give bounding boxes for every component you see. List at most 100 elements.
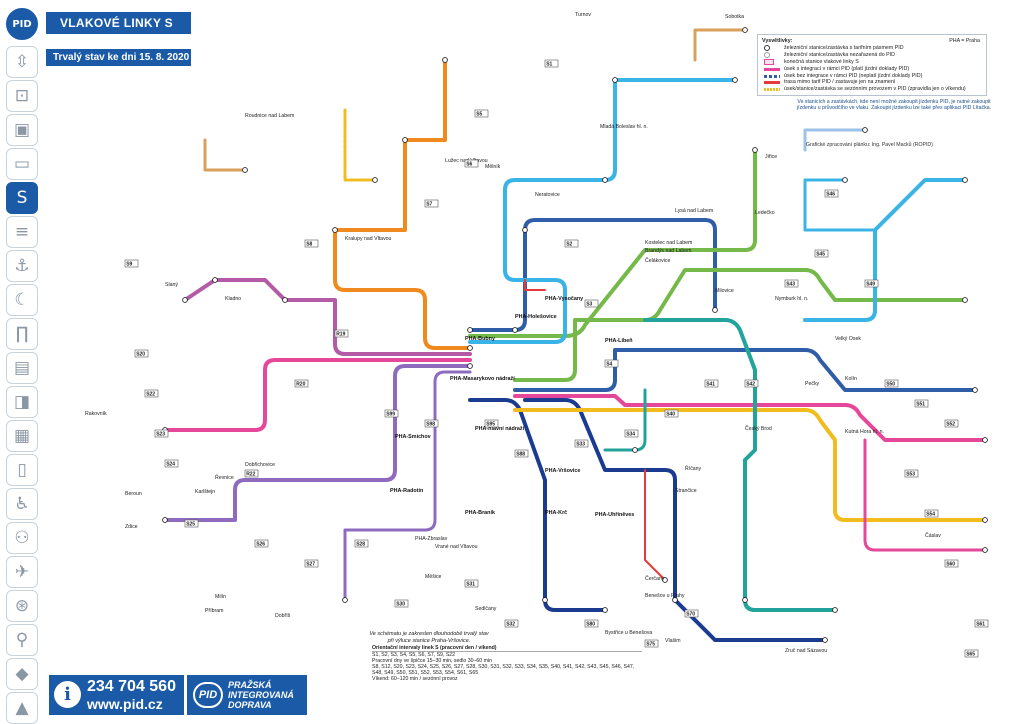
svg-text:S3: S3 xyxy=(586,302,592,308)
line-s9-south xyxy=(523,398,827,642)
brand-name: PRAŽSKÁ INTEGROVANÁ DOPRAVA xyxy=(228,680,294,710)
brand-box: PID PRAŽSKÁ INTEGROVANÁ DOPRAVA xyxy=(187,675,307,715)
station-marker[interactable] xyxy=(402,137,408,143)
line-badge-s42: S42 xyxy=(744,379,759,388)
station-marker[interactable] xyxy=(612,77,618,83)
footsteps-icon[interactable]: ▲ xyxy=(6,692,38,724)
station-marker[interactable] xyxy=(672,597,678,603)
line-s2 xyxy=(468,148,757,338)
pram-icon[interactable]: ⊛ xyxy=(6,590,38,622)
rail-icon[interactable]: ≡ xyxy=(6,216,38,248)
station-marker[interactable] xyxy=(282,297,288,303)
station-marker[interactable] xyxy=(832,607,838,613)
line-s8 xyxy=(803,128,867,152)
tunnel-icon[interactable]: ∏ xyxy=(6,318,38,350)
station-marker[interactable] xyxy=(542,597,548,603)
station-marker[interactable] xyxy=(752,147,758,153)
station-label-neratovice: Neratovice xyxy=(535,192,560,198)
line-badge-s50: S50 xyxy=(884,379,899,388)
line-s40 xyxy=(693,28,747,62)
train-s-icon[interactable]: S xyxy=(6,182,38,214)
contact-box: i 234 704 560 www.pid.cz xyxy=(49,675,184,715)
website-link[interactable]: www.pid.cz xyxy=(87,696,163,712)
station-label-praha-vysocany: PHA-Vysočany xyxy=(545,296,583,302)
station-marker[interactable] xyxy=(962,297,968,303)
station-marker[interactable] xyxy=(522,227,528,233)
svg-text:S46: S46 xyxy=(826,192,835,198)
legend-row: úsek bez integrace v rámci PID (neplatí … xyxy=(762,73,982,80)
station-marker[interactable] xyxy=(632,447,638,453)
station-marker[interactable] xyxy=(467,363,473,369)
interval-table-row: Víkend: 60–120 min / sezónní provoz xyxy=(372,676,458,683)
ticket-icon[interactable]: ◨ xyxy=(6,386,38,418)
station-label-rakovnik: Rakovník xyxy=(85,411,107,417)
line-badge-s98: S98 xyxy=(424,419,439,428)
station-marker[interactable] xyxy=(182,297,188,303)
station-label-kostelec: Kostelec nad Labem xyxy=(645,240,692,246)
line-s34 xyxy=(643,318,837,612)
svg-text:S7: S7 xyxy=(426,202,432,208)
phone-number[interactable]: 234 704 560 xyxy=(87,678,176,695)
svg-text:S27: S27 xyxy=(306,562,315,568)
station-marker[interactable] xyxy=(242,167,248,173)
station-marker[interactable] xyxy=(842,177,848,183)
line-red-connector xyxy=(644,469,666,581)
station-marker[interactable] xyxy=(662,577,668,583)
svg-text:S25: S25 xyxy=(186,522,195,528)
station-marker[interactable] xyxy=(972,387,978,393)
station-marker[interactable] xyxy=(162,517,168,523)
line-badge-s34: S34 xyxy=(624,429,639,438)
bus-icon[interactable]: ▭ xyxy=(6,148,38,180)
phone-icon[interactable]: ▯ xyxy=(6,454,38,486)
station-marker[interactable] xyxy=(742,27,748,33)
station-marker[interactable] xyxy=(467,327,473,333)
station-marker[interactable] xyxy=(822,637,828,643)
page-title: VLAKOVÉ LINKY S xyxy=(46,12,191,34)
anchor-icon[interactable]: ⚓ xyxy=(6,250,38,282)
night-icon[interactable]: ☾ xyxy=(6,284,38,316)
station-label-cercany: Čerčany xyxy=(645,575,665,582)
dog-icon[interactable]: ◆ xyxy=(6,658,38,690)
station-marker[interactable] xyxy=(862,127,868,133)
station-label-mesice: Měšice xyxy=(425,574,442,580)
svg-text:S1: S1 xyxy=(546,62,552,68)
station-marker[interactable] xyxy=(962,177,968,183)
station-marker[interactable] xyxy=(212,277,218,283)
station-marker[interactable] xyxy=(602,177,608,183)
pid-logo-icon[interactable]: PID xyxy=(6,8,38,40)
card-icon[interactable]: ▦ xyxy=(6,420,38,452)
svg-text:S34: S34 xyxy=(626,432,635,438)
station-marker[interactable] xyxy=(512,327,518,333)
station-marker[interactable] xyxy=(982,517,988,523)
bicycle-icon[interactable]: ⚲ xyxy=(6,624,38,656)
plane-icon[interactable]: ✈ xyxy=(6,556,38,588)
family-icon[interactable]: ⚇ xyxy=(6,522,38,554)
line-s7 xyxy=(163,364,472,522)
station-marker[interactable] xyxy=(982,437,988,443)
svg-text:S4: S4 xyxy=(606,362,612,368)
legend-row: konečná stanice vlakové linky S xyxy=(762,58,982,66)
station-marker[interactable] xyxy=(442,57,448,63)
lorry-icon[interactable]: ▤ xyxy=(6,352,38,384)
svg-text:S33: S33 xyxy=(576,442,585,448)
svg-text:S54: S54 xyxy=(926,512,935,518)
tram-icon[interactable]: ⊡ xyxy=(6,80,38,112)
line-badge-s60: S60 xyxy=(944,559,959,568)
metro-icon[interactable]: ▣ xyxy=(6,114,38,146)
station-marker[interactable] xyxy=(342,597,348,603)
station-marker[interactable] xyxy=(712,307,718,313)
station-marker[interactable] xyxy=(732,77,738,83)
station-marker[interactable] xyxy=(372,177,378,183)
station-label-praha-holesovice: PHA-Holešovice xyxy=(515,314,557,320)
arrows-icon[interactable]: ⇳ xyxy=(6,46,38,78)
station-marker[interactable] xyxy=(332,227,338,233)
station-marker[interactable] xyxy=(742,597,748,603)
station-label-bystrice: Bystřice u Benešova xyxy=(605,630,652,636)
station-marker[interactable] xyxy=(602,607,608,613)
station-marker[interactable] xyxy=(467,345,473,351)
svg-text:S42: S42 xyxy=(746,382,755,388)
line-badge-s23: S23 xyxy=(154,429,169,438)
wheelchair-icon[interactable]: ♿ xyxy=(6,488,38,520)
line-badge-s95: S95 xyxy=(484,419,499,428)
station-marker[interactable] xyxy=(982,547,988,553)
